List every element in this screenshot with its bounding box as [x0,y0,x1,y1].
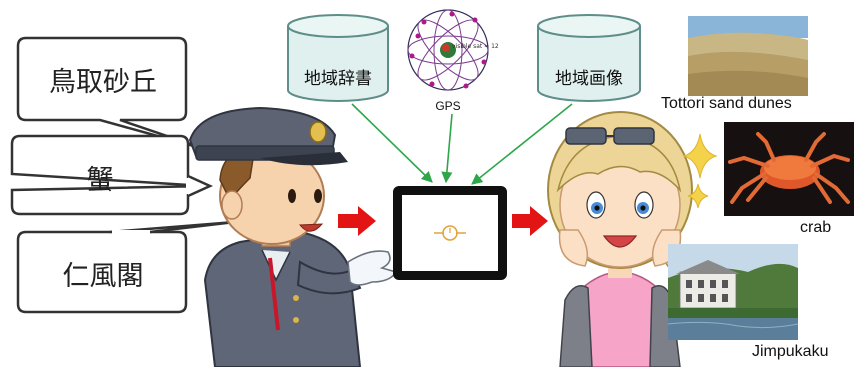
caption-tottori-sand-dunes: Tottori sand dunes [661,95,792,112]
crab-photo [724,122,854,216]
red-arrow-right [512,206,548,236]
tourist-illustration [547,111,714,367]
dictionary-label: 地域辞書 [304,69,372,89]
speech-bubble-2 [10,134,214,216]
tablet-device [393,186,507,280]
bubble-text-crab: 蟹 [86,165,114,196]
caption-jimpukaku: Jimpukaku [752,343,829,360]
images-cylinder [537,14,641,102]
bubble-text-jimpukaku: 仁風閣 [62,261,144,292]
jimpukaku-photo [668,244,798,340]
arrow-gps-to-tablet [441,113,453,184]
station-staff-illustration [188,106,398,367]
caption-crab: crab [800,219,832,236]
arrow-dictionary-to-tablet [351,103,433,183]
bubble-text-tottori-sand-dunes: 鳥取砂丘 [49,67,157,98]
sparkle-icon [682,133,718,209]
red-arrow-left [338,206,376,236]
gps-label: GPS [435,99,461,113]
dictionary-cylinder [287,14,389,102]
images-label: 地域画像 [555,69,623,89]
arrow-images-to-tablet [471,103,573,185]
tottori-sand-dunes-photo [688,16,808,96]
gps-satellite-globe [407,9,489,91]
gps-satellite-count: visible sat = 12 [452,43,499,50]
